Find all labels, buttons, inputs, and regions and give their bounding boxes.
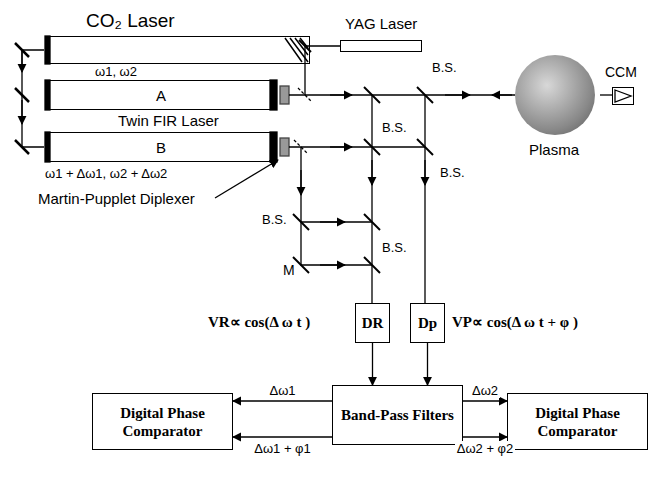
comparator-box: Digital Phase Comparator	[92, 393, 233, 450]
node-label: A	[156, 87, 166, 104]
laser-tube: B	[45, 132, 277, 162]
corner-cube: CCM	[612, 87, 634, 105]
laser-tube: CO₂ Laser	[45, 36, 310, 64]
signal-label: VP∝ cos(Δ ω t + φ )	[452, 313, 578, 331]
beam-splitter-label: B.S.	[432, 60, 457, 75]
connector	[463, 400, 507, 401]
plasma-circle: Plasma	[515, 55, 595, 135]
node-label: Plasma	[529, 141, 579, 158]
node-label: DR	[362, 315, 384, 332]
comparator-box: Digital Phase Comparator	[507, 393, 648, 450]
part-label: M	[283, 262, 295, 278]
node-label: CO₂ Laser	[86, 10, 175, 32]
filter-box: Band-Pass Filters	[332, 385, 463, 445]
edge-label: Δω2 + φ2	[455, 441, 516, 456]
connector	[372, 343, 373, 385]
node-label: B	[156, 139, 166, 156]
signal-label: VR∝ cos(Δ ω t )	[208, 313, 310, 331]
detector-box: Dp	[410, 303, 445, 343]
laser-tube: A	[45, 80, 277, 110]
node-label: Band-Pass Filters	[335, 406, 460, 424]
part-label: ω1 + Δω1, ω2 + Δω2	[45, 166, 167, 181]
part-label: ω1, ω2	[95, 64, 137, 79]
detector-box: DR	[355, 303, 390, 343]
connector	[427, 343, 428, 385]
node-label: Dp	[418, 315, 437, 332]
node-label: Digital Phase Comparator	[93, 404, 232, 440]
edge-label: Δω2	[470, 383, 500, 398]
node-label: YAG Laser	[345, 15, 417, 32]
node-label: CCM	[605, 64, 637, 80]
edge-label: Δω1 + φ1	[252, 441, 313, 456]
beam-splitter-label: B.S.	[440, 165, 465, 180]
part-label: Martin-Pupplet Diplexer	[38, 190, 195, 207]
beam-splitter-label: B.S.	[382, 120, 407, 135]
edge-label: Δω1	[267, 383, 297, 398]
connector	[463, 436, 507, 437]
connector	[233, 436, 332, 437]
part-label: Twin FIR Laser	[118, 112, 219, 129]
beam-splitter-label: B.S.	[262, 212, 287, 227]
laser-box: YAG Laser	[340, 40, 422, 52]
node-label: Digital Phase Comparator	[508, 404, 647, 440]
connector	[233, 400, 332, 401]
beam-splitter-label: B.S.	[382, 240, 407, 255]
